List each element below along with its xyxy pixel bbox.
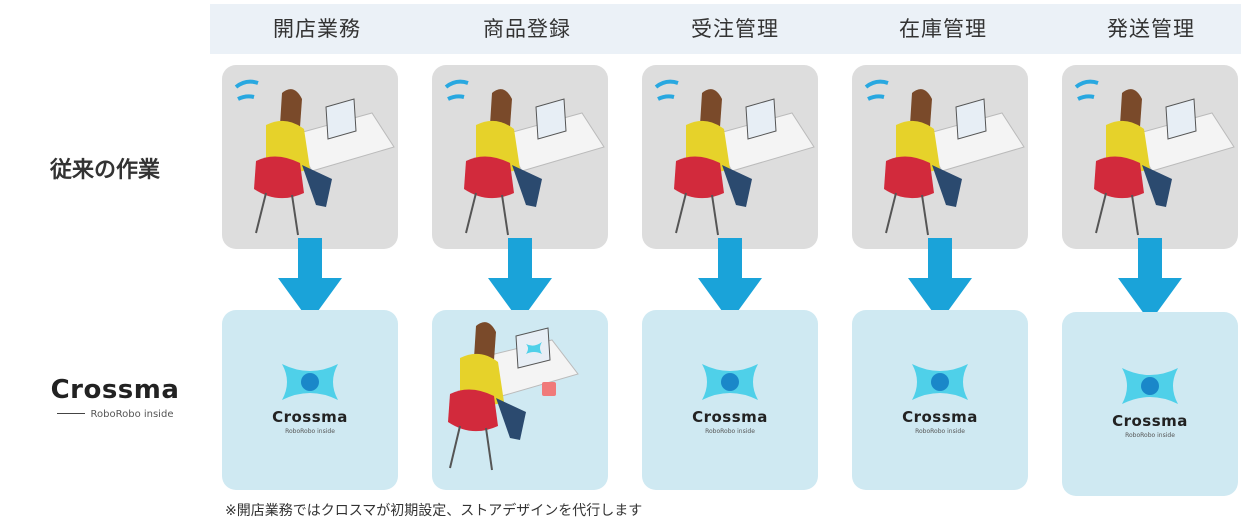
row-label-crossma-wordmark: Crossma xyxy=(50,375,180,405)
crossma-sub: RoboRobo inside xyxy=(915,428,965,435)
crossma-mark-icon xyxy=(702,364,758,400)
down-arrow-icon xyxy=(908,238,972,322)
down-arrow-icon xyxy=(488,238,552,322)
card-traditional-opening xyxy=(222,65,398,249)
crossma-mark-icon xyxy=(1122,368,1178,404)
column-header-band xyxy=(210,4,1241,54)
crossma-logo: Crossma RoboRobo inside xyxy=(235,362,385,435)
down-arrow-icon xyxy=(1118,238,1182,322)
card-traditional-inventory-management xyxy=(852,65,1028,249)
column-header-order-management: 受注管理 xyxy=(691,17,779,41)
woman-at-desk-illustration xyxy=(234,79,395,236)
woman-at-desk-illustration xyxy=(444,79,605,236)
crossma-logo: Crossma RoboRobo inside xyxy=(1075,366,1225,439)
crossma-wordmark: Crossma xyxy=(692,408,768,426)
card-crossma-opening: Crossma RoboRobo inside xyxy=(222,310,398,490)
row-label-crossma-logo: Crossma RoboRobo inside xyxy=(45,375,185,420)
column-header-shipping-management: 発送管理 xyxy=(1107,17,1195,41)
footnote: ※開店業務ではクロスマが初期設定、ストアデザインを代行します xyxy=(225,503,643,519)
woman-at-desk-illustration xyxy=(1074,79,1235,236)
down-arrow-icon xyxy=(278,238,342,322)
woman-at-desk-illustration xyxy=(864,79,1025,236)
column-header-product-registration: 商品登録 xyxy=(483,17,571,41)
woman-with-crossma-laptop-illustration xyxy=(448,322,579,471)
column-header-opening: 開店業務 xyxy=(273,17,361,41)
row-label-crossma-sub: RoboRobo inside xyxy=(90,409,174,420)
crossma-logo: Crossma RoboRobo inside xyxy=(865,362,1015,435)
card-traditional-product-registration xyxy=(432,65,608,249)
woman-at-desk-illustration xyxy=(654,79,815,236)
crossma-wordmark: Crossma xyxy=(1112,412,1188,430)
crossma-mark-icon xyxy=(282,364,338,400)
card-crossma-shipping-management: Crossma RoboRobo inside xyxy=(1062,312,1238,496)
crossma-wordmark: Crossma xyxy=(902,408,978,426)
crossma-mark-icon xyxy=(912,364,968,400)
crossma-sub: RoboRobo inside xyxy=(705,428,755,435)
crossma-sub: RoboRobo inside xyxy=(285,428,335,435)
card-crossma-order-management: Crossma RoboRobo inside xyxy=(642,310,818,490)
column-header-inventory-management: 在庫管理 xyxy=(899,17,987,41)
crossma-logo: Crossma RoboRobo inside xyxy=(655,362,805,435)
crossma-sub: RoboRobo inside xyxy=(1125,432,1175,439)
card-crossma-product-registration xyxy=(432,310,608,490)
card-traditional-order-management xyxy=(642,65,818,249)
card-crossma-inventory-management: Crossma RoboRobo inside xyxy=(852,310,1028,490)
card-traditional-shipping-management xyxy=(1062,65,1238,249)
wordmark-rule xyxy=(56,413,85,414)
crossma-wordmark: Crossma xyxy=(272,408,348,426)
row-label-traditional: 従来の作業 xyxy=(50,158,161,183)
down-arrow-icon xyxy=(698,238,762,322)
